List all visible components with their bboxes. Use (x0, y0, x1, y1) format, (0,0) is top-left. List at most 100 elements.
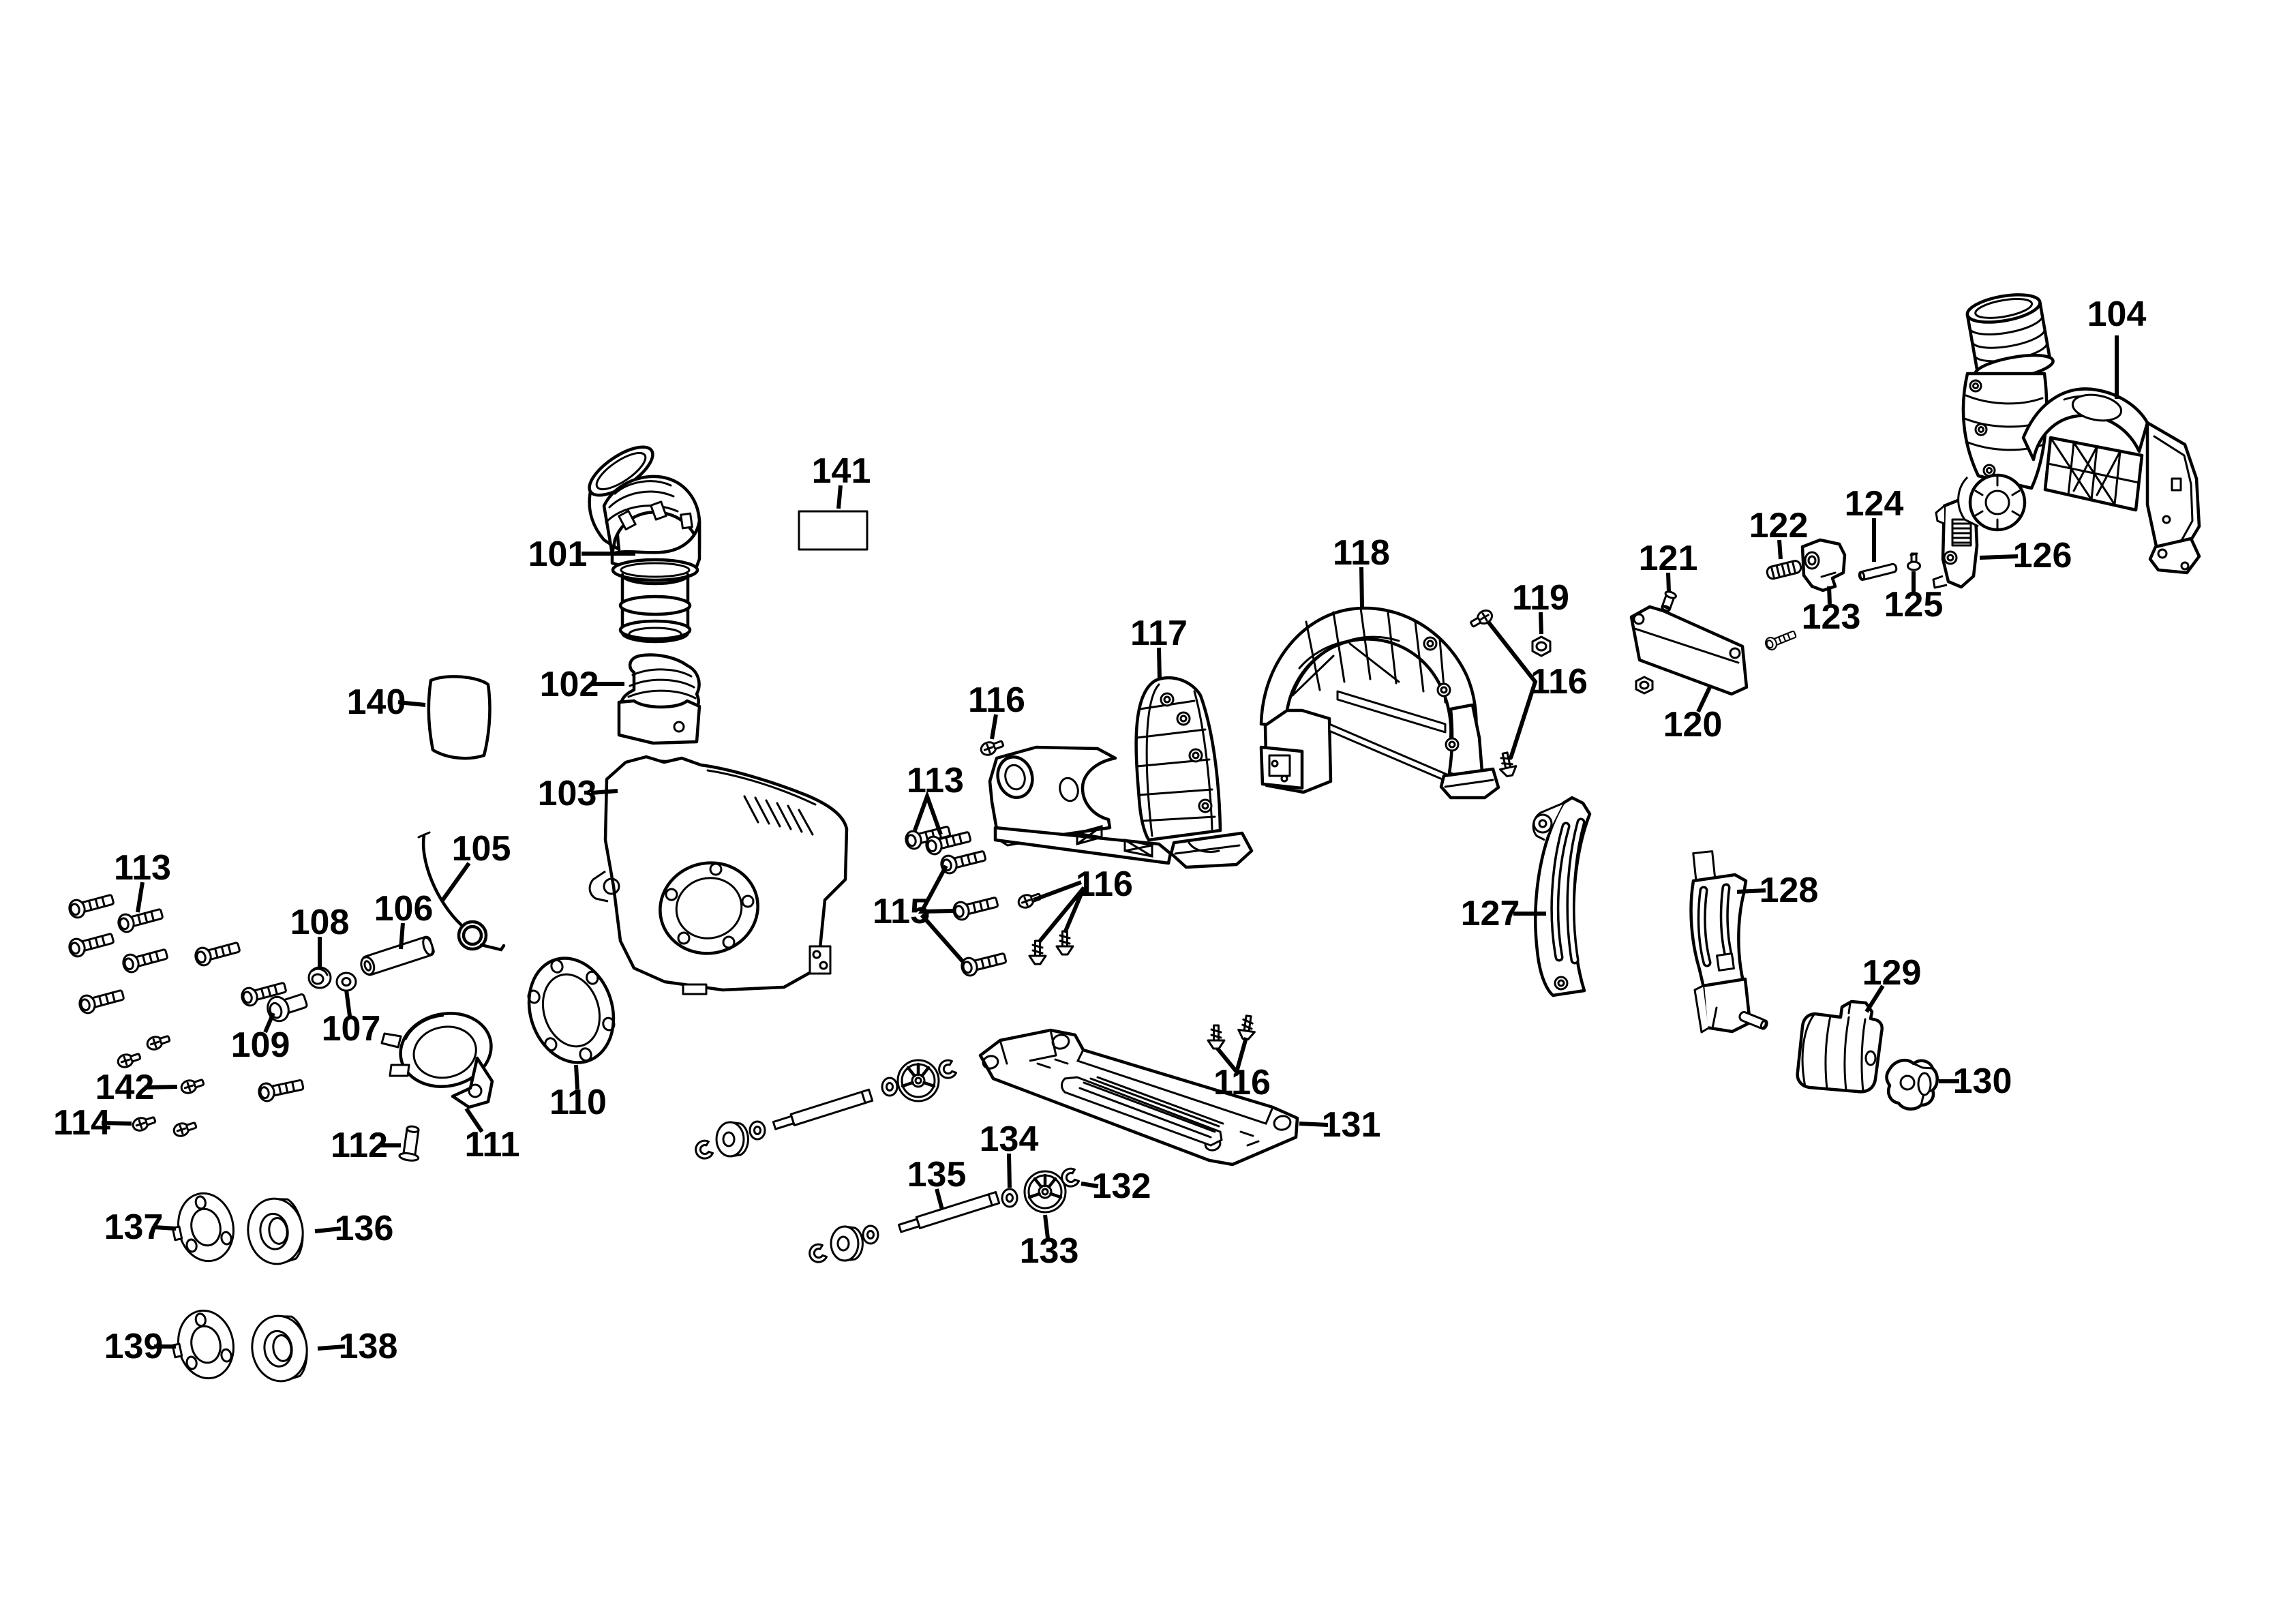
label-104: 104 (2087, 295, 2147, 334)
callout-105: 105 (440, 829, 511, 903)
label-125: 125 (1884, 585, 1944, 625)
label-103: 103 (538, 774, 597, 813)
label-123: 123 (1802, 597, 1861, 637)
part-120-screw (1763, 627, 1798, 652)
label-142: 142 (95, 1068, 155, 1107)
callout-108: 108 (290, 903, 350, 968)
part-105-torsion-spring (417, 831, 506, 952)
callout-104: 104 (2087, 295, 2147, 399)
callout-139: 139 (104, 1327, 176, 1366)
label-114: 114 (53, 1103, 110, 1143)
callout-113-left: 113 (114, 848, 171, 913)
callout-129: 129 (1862, 953, 1922, 1013)
label-133: 133 (1020, 1231, 1079, 1271)
part-111-swivel-collar (380, 1012, 494, 1109)
callout-112: 112 (331, 1126, 401, 1165)
label-109: 109 (231, 1025, 290, 1065)
callouts: 101 102 103 104 105 106 107 108 109 110 … (53, 295, 2146, 1366)
part-129-clamp-shoe (1796, 999, 1884, 1094)
part-104-handle-housing (1957, 293, 2201, 575)
label-124: 124 (1845, 484, 1904, 524)
part-127-depth-strip (1532, 796, 1592, 997)
label-129: 129 (1862, 953, 1922, 993)
label-115: 115 (873, 892, 930, 931)
part-113-bolts-left (66, 889, 289, 1016)
label-105: 105 (452, 829, 511, 869)
label-112: 112 (331, 1126, 388, 1165)
part-122-spring (1766, 560, 1802, 580)
callout-130: 130 (1939, 1062, 2012, 1101)
label-126: 126 (2013, 536, 2072, 575)
label-139: 139 (104, 1327, 164, 1366)
label-128: 128 (1759, 871, 1819, 910)
label-116: 116 (1213, 1063, 1271, 1102)
callout-134: 134 (980, 1119, 1039, 1188)
part-119-nut (1531, 635, 1552, 657)
callout-117: 117 (1130, 614, 1188, 680)
callout-127: 127 (1461, 894, 1546, 933)
label-107: 107 (322, 1009, 381, 1049)
label-140: 140 (347, 682, 406, 722)
label-120: 120 (1663, 705, 1723, 745)
label-102: 102 (540, 665, 599, 704)
callout-118: 118 (1333, 533, 1390, 607)
part-137-flange (166, 1187, 241, 1269)
label-113: 113 (907, 761, 964, 800)
part-136-bearing (243, 1194, 308, 1269)
part-103-gearcase-cover (588, 755, 849, 995)
callout-107: 107 (322, 989, 381, 1049)
part-112-stop-pin (398, 1125, 420, 1162)
callout-123: 123 (1802, 586, 1861, 637)
part-141-label-plate (798, 510, 868, 551)
part-132-135-roller-shaft (806, 1166, 1081, 1266)
part-roller-shaft-upper (692, 1057, 958, 1162)
callout-116-top: 116 (968, 680, 1025, 740)
part-117-lower-guard (988, 676, 1254, 869)
callout-115: 115 (873, 864, 965, 963)
part-139-flange (166, 1304, 241, 1386)
label-132: 132 (1092, 1167, 1151, 1206)
callout-111: 111 (464, 1107, 520, 1164)
callout-106: 106 (374, 889, 433, 950)
callout-135: 135 (907, 1155, 966, 1210)
label-136: 136 (335, 1209, 394, 1248)
part-101-elbow-tube (588, 445, 701, 644)
callout-103: 103 (538, 774, 618, 813)
label-134: 134 (980, 1119, 1039, 1159)
callout-132: 132 (1081, 1167, 1151, 1206)
callout-102: 102 (540, 665, 624, 704)
callout-125: 125 (1884, 571, 1944, 625)
callout-126: 126 (1979, 536, 2072, 575)
part-108-cup-washer (307, 966, 332, 989)
callout-114: 114 (53, 1103, 132, 1143)
part-118-upper-guard (1259, 606, 1500, 800)
callout-113-middle: 113 (907, 761, 964, 836)
callout-120: 120 (1663, 686, 1723, 745)
label-113: 113 (114, 848, 171, 888)
part-124-pin (1858, 562, 1898, 582)
part-107-flat-washer (335, 972, 357, 992)
part-138-bearing (247, 1311, 312, 1386)
label-137: 137 (104, 1207, 164, 1247)
label-130: 130 (1953, 1062, 2012, 1101)
label-116: 116 (968, 680, 1025, 720)
callout-121: 121 (1639, 539, 1697, 592)
callout-124: 124 (1845, 484, 1904, 562)
part-140-cover-pad (427, 675, 492, 760)
label-108: 108 (290, 903, 350, 942)
label-138: 138 (339, 1327, 398, 1366)
callout-138: 138 (317, 1327, 398, 1366)
callout-136: 136 (314, 1209, 394, 1248)
callout-141: 141 (812, 451, 871, 509)
label-122: 122 (1749, 506, 1809, 545)
callout-131: 131 (1299, 1105, 1380, 1145)
part-121-screw (1661, 590, 1677, 612)
callout-116-right: 116 (1486, 620, 1588, 759)
callout-110: 110 (549, 1064, 607, 1122)
label-127: 127 (1461, 894, 1520, 933)
callout-109: 109 (231, 1012, 290, 1065)
part-125-screw (1907, 552, 1921, 571)
callout-116-middle: 116 (1032, 864, 1133, 944)
